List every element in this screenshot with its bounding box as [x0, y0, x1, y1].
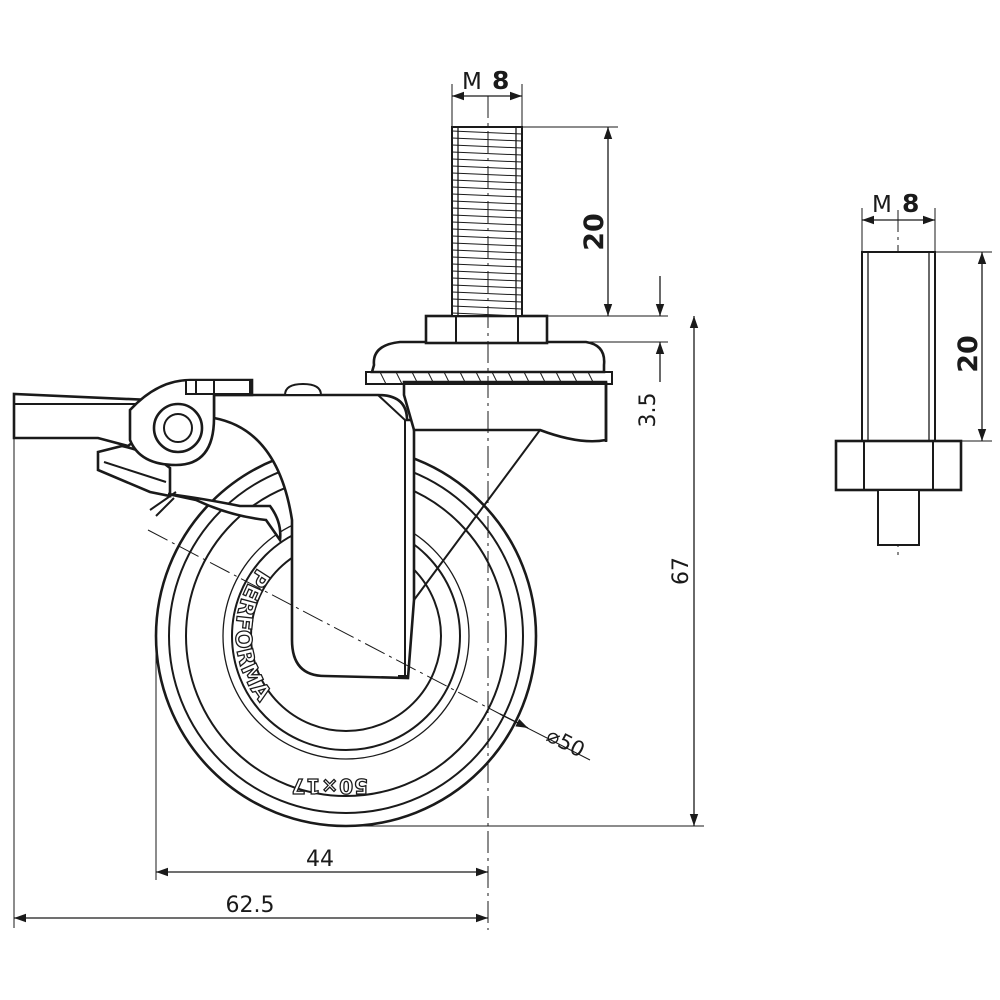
mount-height-label: 3.5 [636, 393, 661, 428]
wheel-diameter-label: ⌀50 [543, 723, 589, 762]
thread-length-main-label: 20 [579, 213, 610, 251]
dim-mount-height: 3.5 [547, 276, 668, 428]
caster-fork [212, 314, 613, 680]
brake-lever [12, 378, 282, 544]
thread-main-value: 8 [492, 66, 509, 95]
offset-label: 44 [306, 847, 334, 872]
thread-detail-value: 8 [902, 189, 919, 218]
dim-thread-length-detail: 20 [935, 251, 992, 442]
overall-width-label: 62.5 [226, 893, 275, 918]
thread-detail-prefix: M [872, 192, 892, 218]
dim-offset: 44 [155, 636, 488, 880]
dim-thread-length-main: 20 [522, 126, 668, 317]
dim-thread-main: M 8 [451, 66, 523, 127]
dim-overall-width: 62.5 [13, 438, 488, 928]
threaded-stem [451, 126, 523, 317]
wheel-size-text: 50×17 [291, 774, 368, 798]
thread-main-prefix: M [462, 69, 482, 95]
dim-thread-detail: M 8 [861, 189, 936, 252]
thread-length-detail-label: 20 [953, 335, 984, 373]
dim-wheel-diameter: ⌀50 [499, 713, 591, 762]
total-height-label: 67 [669, 557, 694, 585]
thread-detail-view [834, 251, 963, 546]
diameter-line [147, 529, 501, 715]
wheel-brand-text: PERFORMA [229, 564, 276, 707]
dim-total-height: 67 [346, 316, 704, 827]
